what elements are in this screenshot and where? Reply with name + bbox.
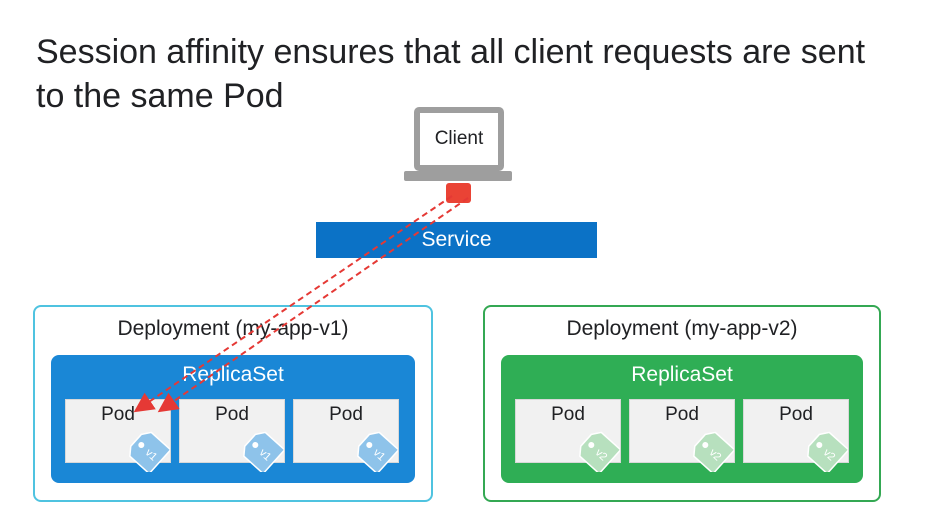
replicaset-v2: ReplicaSet Pod v2 Pod v2 Pod xyxy=(501,355,863,483)
pod-v1-2: Pod v1 xyxy=(179,399,285,472)
deployment-v2-box: Deployment (my-app-v2) ReplicaSet Pod v2… xyxy=(483,305,881,502)
pod-v2-1: Pod v2 xyxy=(515,399,621,472)
slide-title: Session affinity ensures that all client… xyxy=(36,33,866,115)
pod-label: Pod xyxy=(329,404,363,425)
pod-label: Pod xyxy=(101,404,135,425)
label-tag-icon: v1 xyxy=(243,431,284,472)
pod-v2-2: Pod v2 xyxy=(629,399,735,472)
replicaset-v1-label: ReplicaSet xyxy=(182,363,284,386)
label-tag-icon: v1 xyxy=(357,431,398,472)
replicaset-v2-label: ReplicaSet xyxy=(631,363,733,386)
pod-v1-3: Pod v1 xyxy=(293,399,399,472)
deployment-v1-box: Deployment (my-app-v1) ReplicaSet Pod v1… xyxy=(33,305,433,502)
pod-label: Pod xyxy=(665,404,699,425)
label-tag-icon: v1 xyxy=(129,431,170,472)
service-bar: Service xyxy=(316,222,597,258)
replicaset-v1: ReplicaSet Pod v1 Pod v1 Pod xyxy=(51,355,415,483)
pod-v2-3: Pod v2 xyxy=(743,399,849,472)
laptop-base xyxy=(404,171,512,181)
client-laptop-icon: Client xyxy=(404,107,512,183)
request-packet-icon xyxy=(446,183,471,203)
client-label: Client xyxy=(420,113,498,165)
label-tag-icon: v2 xyxy=(579,431,620,472)
pod-label: Pod xyxy=(779,404,813,425)
label-tag-icon: v2 xyxy=(807,431,848,472)
label-tag-icon: v2 xyxy=(693,431,734,472)
laptop-screen: Client xyxy=(414,107,504,171)
pod-v1-1: Pod v1 xyxy=(65,399,171,472)
pod-label: Pod xyxy=(551,404,585,425)
deployment-v2-label: Deployment (my-app-v2) xyxy=(566,317,798,340)
deployment-v1-label: Deployment (my-app-v1) xyxy=(117,317,349,340)
pod-label: Pod xyxy=(215,404,249,425)
